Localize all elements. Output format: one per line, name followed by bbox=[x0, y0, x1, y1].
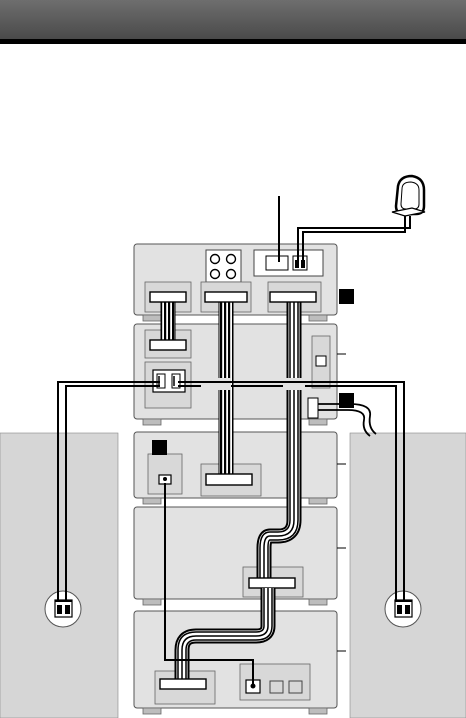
rca-jacks-icon bbox=[206, 250, 241, 282]
right-speaker bbox=[350, 433, 466, 718]
am-loop-antenna-icon bbox=[392, 176, 425, 216]
speaker-terminal-left-icon bbox=[45, 591, 81, 627]
antenna-terminal-panel bbox=[254, 250, 323, 276]
step-marker-2 bbox=[339, 393, 354, 408]
step-marker-1 bbox=[339, 289, 354, 304]
step-marker-3 bbox=[152, 440, 167, 455]
